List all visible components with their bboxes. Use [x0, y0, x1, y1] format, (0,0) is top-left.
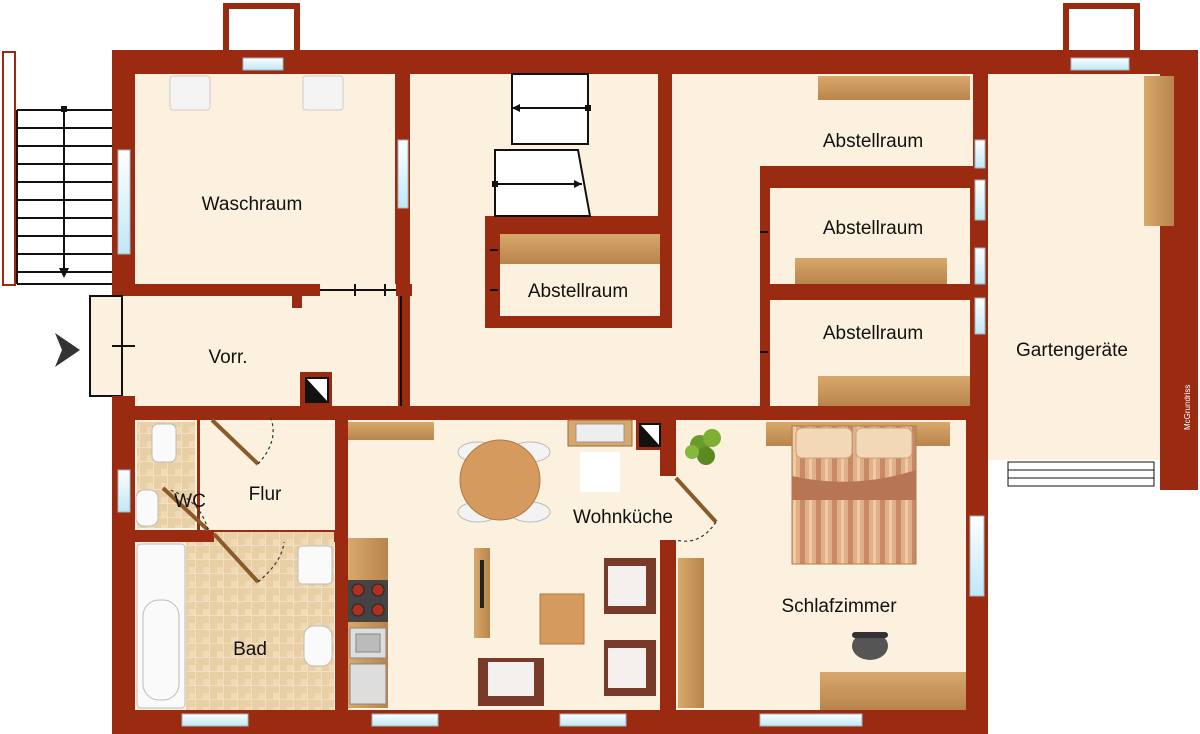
watermark: McGrundriss [1183, 385, 1192, 430]
entrance-arrow-icon [55, 333, 80, 367]
washing-machines [169, 75, 344, 111]
label-abstellraum-mitte: Abstellraum [528, 281, 628, 302]
stool [852, 632, 888, 660]
label-flur: Flur [249, 484, 282, 505]
vorraum-structure [112, 284, 402, 420]
double-bed [791, 425, 917, 565]
label-wohnkueche: Wohnküche [573, 507, 673, 528]
sanitary [135, 423, 333, 709]
chimney-icon [300, 372, 664, 450]
stove-hood [567, 419, 633, 492]
label-waschraum: Waschraum [202, 194, 303, 215]
kitchen-appliances [348, 580, 388, 705]
inner-staircase [494, 73, 592, 217]
door-marks [116, 231, 768, 353]
label-gartengeraete: Gartengeräte [1016, 340, 1128, 361]
doors [161, 418, 718, 584]
label-vorraum: Vorr. [208, 347, 247, 368]
living-furniture [478, 558, 656, 706]
label-wc: WC [174, 491, 206, 512]
label-bad: Bad [233, 639, 267, 660]
plant-icon [685, 429, 721, 465]
windows [117, 57, 1155, 727]
label-schlafzimmer: Schlafzimmer [781, 596, 897, 617]
dining-set [457, 439, 551, 523]
exterior-stair [2, 51, 112, 286]
light-wells [223, 3, 1140, 52]
label-abstellraum-unten-rechts: Abstellraum [823, 323, 923, 344]
label-abstellraum-mitte-rechts: Abstellraum [823, 218, 923, 239]
label-abstellraum-oben: Abstellraum [823, 131, 923, 152]
room-labels: Waschraum Abstellraum Abstellraum Abstel… [174, 131, 1128, 660]
door-swings [169, 415, 717, 583]
